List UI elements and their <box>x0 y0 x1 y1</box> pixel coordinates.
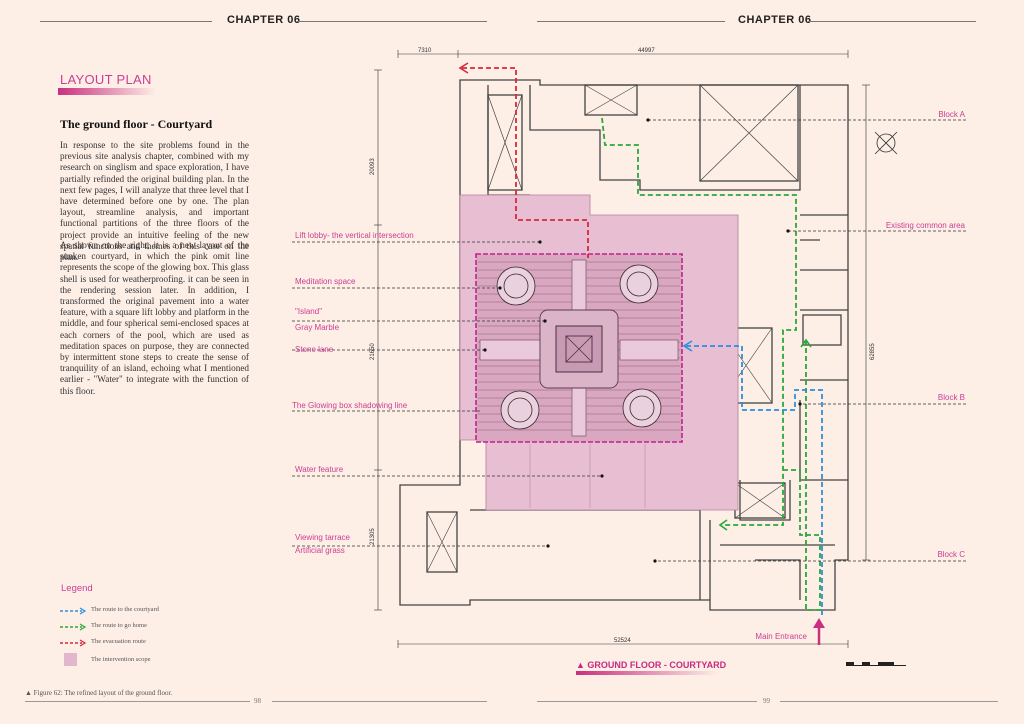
chapter-heading-left: CHAPTER 06 <box>227 14 301 26</box>
legend-item-courtyard-route <box>58 604 88 616</box>
label-main-entrance: Main Entrance <box>755 632 807 641</box>
legend-item-home-route <box>58 620 88 632</box>
plan-title: ▲ GROUND FLOOR - COURTYARD <box>576 660 727 670</box>
route-arrowheads <box>458 62 812 531</box>
dimension-label: 21650 <box>370 343 376 360</box>
page-number-right: 99 <box>763 697 770 705</box>
courtyard-route <box>686 345 823 615</box>
scale-bar-icon <box>846 662 906 666</box>
dimension-label: 62855 <box>870 343 876 360</box>
legend-label: The route to go home <box>91 622 147 629</box>
label-stone-lane: Stone lane <box>295 345 334 354</box>
label-existing-common-area: Existing common area <box>886 221 966 230</box>
dimension-label: 21305 <box>370 528 376 545</box>
plan-title-bar <box>576 671 718 675</box>
arrow-icon <box>60 623 87 631</box>
page-heading: The ground floor - Courtyard <box>60 117 213 131</box>
page-number-left: 98 <box>254 697 261 705</box>
footer-rule <box>272 701 487 702</box>
routes <box>462 67 823 615</box>
courtyard-pool <box>475 253 683 443</box>
dimension-label: 7310 <box>418 48 432 54</box>
lift-lobby-island <box>539 309 619 389</box>
main-entrance-arrow-icon <box>813 618 825 645</box>
arrow-icon <box>60 607 87 615</box>
figure-caption: ▲ Figure 62: The refined layout of the g… <box>25 689 173 697</box>
header-rule-left-a <box>40 21 212 22</box>
plan-labels-right: Block A Existing common area Block B Blo… <box>755 110 965 641</box>
label-water-feature: Water feature <box>295 465 344 474</box>
label-artificial-grass: Artificial grass <box>295 546 345 555</box>
legend-label: The evacuation route <box>91 638 146 645</box>
dimension-lines <box>374 50 870 648</box>
evacuation-route <box>462 67 589 258</box>
legend-swatch-scope <box>64 653 77 666</box>
label-block-a: Block A <box>938 110 965 119</box>
legend-label: The intervention scope <box>91 656 151 663</box>
plan-labels-left: Lift lobby- the vertical intersection Me… <box>292 231 414 555</box>
home-route <box>601 117 821 611</box>
label-lift-lobby: Lift lobby- the vertical intersection <box>295 231 414 240</box>
label-gray-marble: Gray Marble <box>295 323 340 332</box>
dimension-label: 52524 <box>614 638 631 644</box>
footer-rule <box>537 701 757 702</box>
header-rule-right-a <box>537 21 725 22</box>
north-arrow-icon <box>874 131 898 155</box>
meditation-spheres <box>496 264 662 430</box>
body-paragraph-1: In response to the site problems found i… <box>60 140 249 263</box>
header-rule-right-b <box>808 21 976 22</box>
label-block-b: Block B <box>938 393 965 402</box>
dimension-label: 20093 <box>370 158 376 175</box>
dimension-label: 44997 <box>638 48 655 54</box>
label-meditation-space: Meditation space <box>295 277 356 286</box>
label-block-c: Block C <box>937 550 965 559</box>
label-glowing-box: The Glowing box shadowing line <box>292 401 408 410</box>
legend-title: Legend <box>61 583 93 594</box>
footer-rule <box>25 701 250 702</box>
section-title-bar <box>58 88 156 95</box>
chapter-heading-right: CHAPTER 06 <box>738 14 812 26</box>
section-title: LAYOUT PLAN <box>60 72 152 87</box>
body-paragraph-2: As shown on the right, it is a new layou… <box>60 240 249 396</box>
label-leaders <box>292 119 966 562</box>
leader-dots <box>483 118 802 563</box>
legend-label: The route to the courtyard <box>91 606 159 613</box>
label-island: "Island" <box>295 307 322 316</box>
arrow-icon <box>60 639 87 647</box>
legend-item-evacuation-route <box>58 636 88 648</box>
footer-rule <box>780 701 998 702</box>
header-rule-left-b <box>297 21 487 22</box>
label-viewing-terrace: Viewing tarrace <box>295 533 351 542</box>
